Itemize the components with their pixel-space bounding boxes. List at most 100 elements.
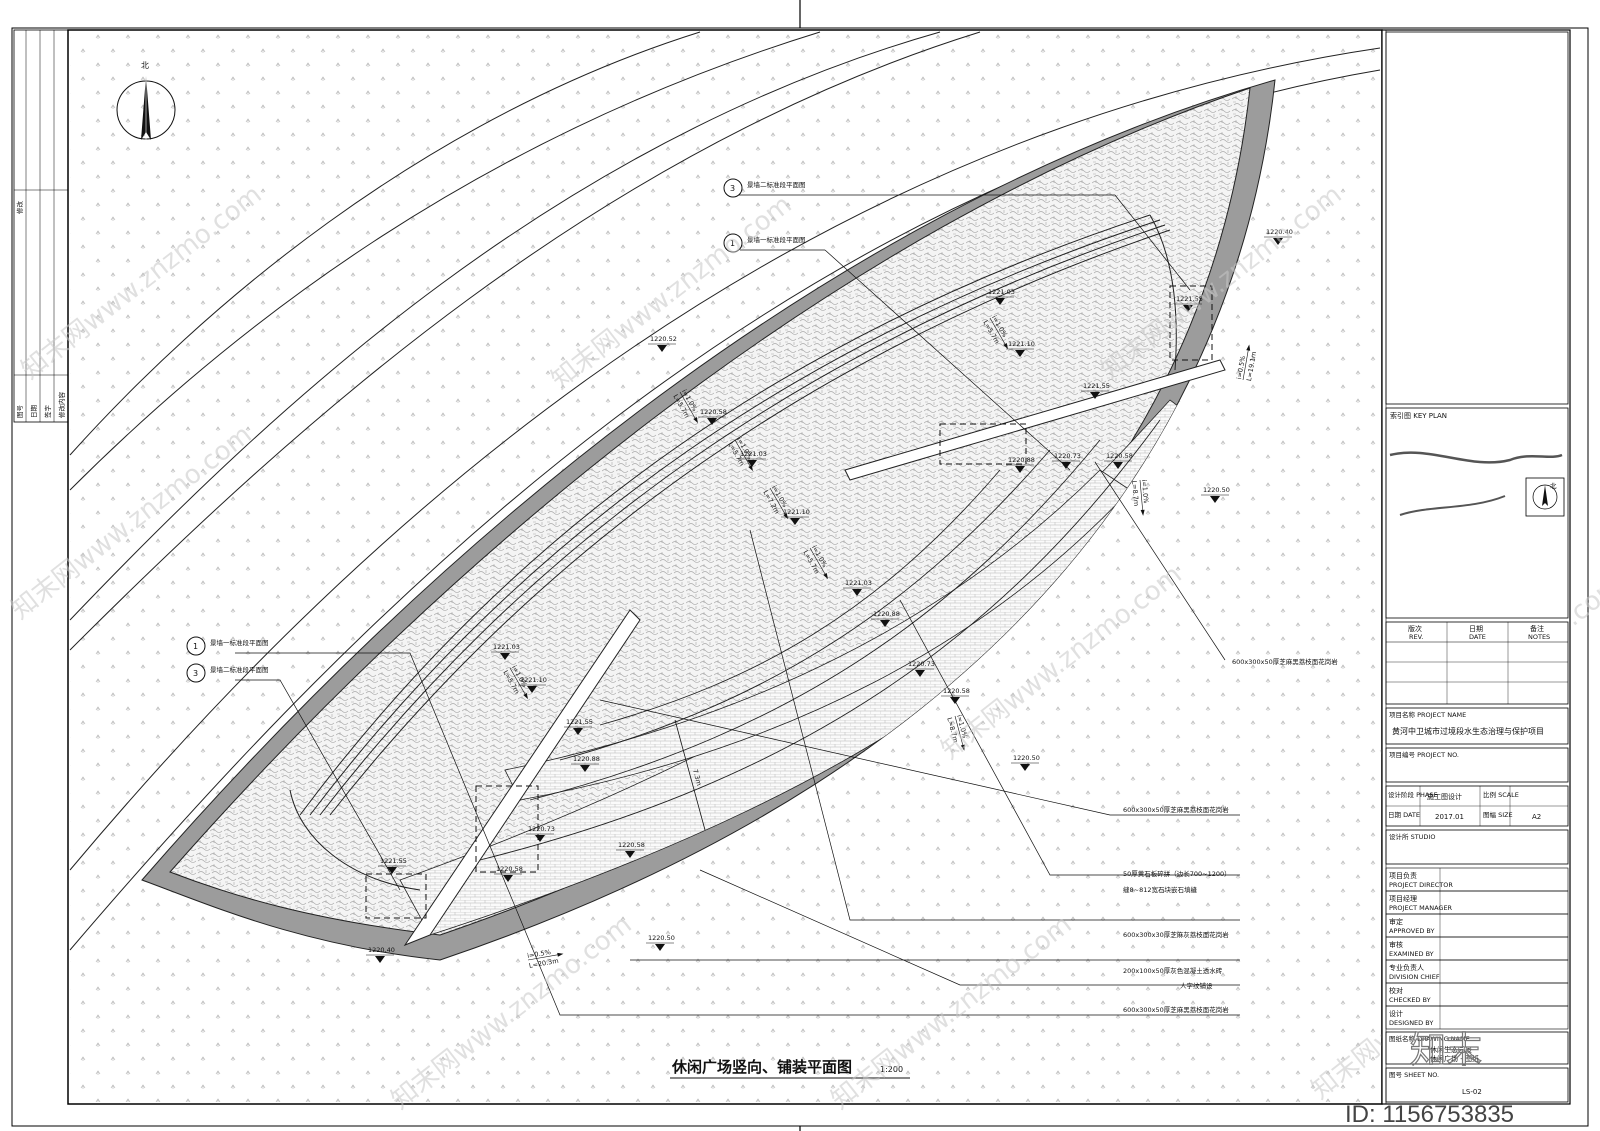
role-en: APPROVED BY [1389,927,1435,935]
elevation-triangle-icon [1020,764,1030,771]
elevation-value: 1220.88 [873,610,900,618]
role-en: CHECKED BY [1389,996,1431,1004]
elevation-value: 1220.73 [908,660,935,668]
slope-arrow-icon [748,464,753,472]
project-no-label: 项目编号 PROJECT NO. [1389,750,1459,759]
rev-header-en: NOTES [1528,633,1550,641]
drawing-name-line1: 休闲生态园景 [1430,1045,1472,1054]
role-cn: 项目负责 [1389,871,1417,880]
role-en: DIVISION CHIEF [1389,973,1440,981]
elevation-marker: 1220.73 [906,660,935,677]
slope-arrow-icon [1140,509,1145,516]
elevation-value: 1220.50 [1203,486,1230,494]
elevation-marker: 1221.10 [1006,340,1035,357]
leader-lines [235,194,1240,1016]
elevation-triangle-icon [1090,392,1100,399]
callout-text: 景墙二标准段平面图 [210,665,269,674]
elevation-marker: 1221.03 [491,643,520,660]
slope-label: i=1.0%L=8.7m [1130,479,1150,516]
elevation-triangle-icon [573,728,583,735]
elevation-triangle-icon [852,589,862,596]
elevation-triangle-icon [1273,238,1283,245]
elevation-markers: 1220.401221.551221.031221.101220.521221.… [366,228,1293,963]
rev-header-en: REV. [1409,633,1423,641]
role-cn: 审核 [1389,940,1403,949]
north-label: 北 [141,61,149,70]
slope-gradient: i=1.0% [1140,479,1150,503]
material-note: 缝8~812宽石块嵌石填缝 [1123,885,1197,894]
elevation-triangle-icon [1061,462,1071,469]
project-name-label: 项目名称 PROJECT NAME [1389,710,1466,719]
leaf-plaza [141,79,1276,961]
role-cn: 校对 [1389,986,1403,995]
elevation-triangle-icon [655,944,665,951]
elevation-triangle-icon [1113,462,1123,469]
role-cn: 设计 [1389,1009,1403,1018]
callout-number: 3 [193,669,198,678]
elevation-triangle-icon [500,653,510,660]
role-cn: 项目经理 [1389,894,1417,903]
elevation-value: 1221.55 [380,857,407,865]
size-value: A2 [1532,813,1541,821]
elevation-value: 1221.10 [1008,340,1035,348]
slope-label: i=0.5%L=19.1m [1235,344,1258,382]
elevation-marker: 1220.88 [1006,456,1035,473]
elevation-marker: 1221.55 [1174,295,1203,312]
key-plan-north-label: 北 [1550,482,1557,490]
title-block: 索引图 KEY PLAN 北 版次 REV. 日期 DATE 备注 NOTES … [1381,29,1571,1105]
elevation-marker: 1220.88 [571,755,600,772]
callout-number: 1 [730,239,735,248]
elevation-marker: 1220.40 [1264,228,1293,245]
slope-arrow-icon [557,952,564,957]
material-note: 人字纹铺设 [1180,981,1213,990]
elevation-triangle-icon [657,345,667,352]
elevation-value: 1221.03 [845,579,872,587]
elevation-triangle-icon [995,298,1005,305]
elevation-triangle-icon [535,835,545,842]
drawing-title-text: 休闲广场竖向、铺装平面图 [671,1058,852,1076]
elevation-triangle-icon [1015,350,1025,357]
elevation-marker: 1220.58 [698,408,727,425]
left-strip-label: 修改内容 [57,392,66,419]
elevation-marker: 1220.73 [1052,452,1081,469]
elevation-value: 1220.58 [943,687,970,695]
elevation-marker: 1221.03 [843,579,872,596]
key-plan-label: 索引图 KEY PLAN [1390,411,1447,420]
slope-arrow-icon [1003,342,1008,350]
elevation-marker: 1220.58 [941,687,970,704]
material-note: 600x300x50厚芝麻黑荔枝面花岗岩 [1123,805,1229,814]
elevation-value: 1221.03 [740,450,767,458]
callout-text: 景墙二标准段平面图 [747,180,806,189]
elevation-value: 1221.03 [493,643,520,651]
rev-header-en: DATE [1469,633,1486,641]
rev-header-cn: 版次 [1408,624,1422,633]
material-notes: 600x300x50厚芝麻黑荔枝面花岗岩 600x300x50厚芝麻黑荔枝面花岗… [1123,657,1338,1014]
sheet-no-label: 图号 SHEET NO. [1389,1071,1439,1079]
elevation-value: 1221.03 [988,288,1015,296]
elevation-triangle-icon [1210,496,1220,503]
elevation-triangle-icon [387,867,397,874]
callout-text: 景墙一标准段平面图 [747,235,806,244]
elevation-value: 1220.40 [1266,228,1293,236]
elevation-triangle-icon [1183,305,1193,312]
drawing-title: 休闲广场竖向、铺装平面图 1:200 [670,1058,910,1079]
material-note: 50厚黄石板碎拼（边长700~1200） [1123,869,1231,878]
elevation-marker: 1220.40 [366,946,395,963]
institute-label: 设计所 STUDIO [1389,832,1435,841]
elevation-triangle-icon [915,670,925,677]
date-label: 日期 DATE [1388,811,1420,819]
role-en: PROJECT MANAGER [1389,904,1453,912]
elevation-marker: 1221.55 [1081,382,1110,399]
elevation-value: 1220.88 [1008,456,1035,464]
rev-header-cn: 备注 [1530,624,1544,633]
elevation-triangle-icon [625,851,635,858]
material-note: 200x100x50厚灰色混凝土透水砖 [1123,966,1223,975]
role-en: EXAMINED BY [1389,950,1434,958]
elevation-value: 1220.58 [618,841,645,849]
elevation-marker: 1220.73 [526,825,555,842]
elevation-value: 1220.73 [528,825,555,833]
elevation-triangle-icon [527,686,537,693]
left-strip-label: 签字 [43,405,52,419]
elevation-marker: 1220.50 [646,934,675,951]
